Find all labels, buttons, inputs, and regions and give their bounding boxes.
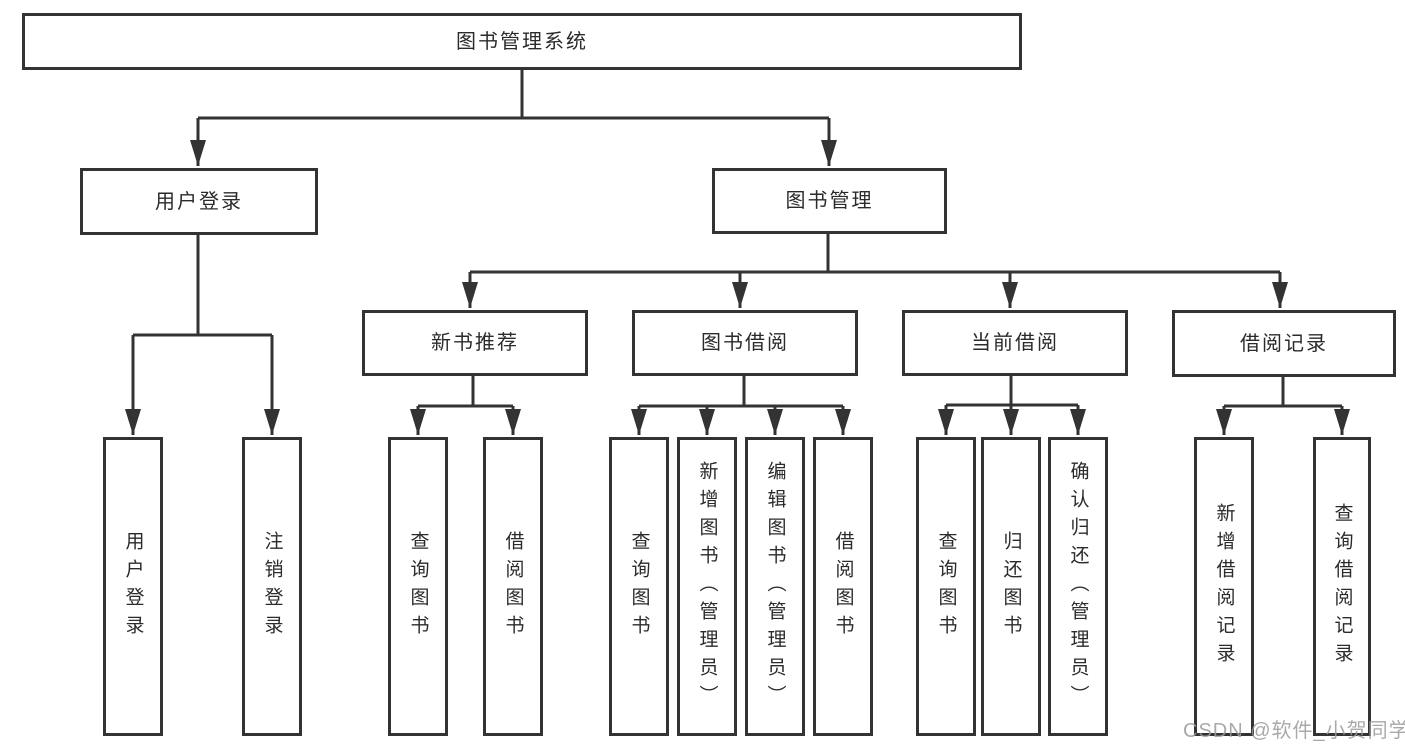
leaf-borrowing-query-books: 查询图书: [609, 437, 669, 736]
node-borrowing-records: 借阅记录: [1172, 310, 1396, 377]
leaf-newbook-query-books: 查询图书: [388, 437, 448, 736]
leaf-newbook-query-books-label: 查询图书: [407, 530, 429, 643]
leaf-newbook-borrow-books: 借阅图书: [483, 437, 543, 736]
leaf-logout: 注销登录: [242, 437, 302, 736]
node-current-borrowing: 当前借阅: [902, 310, 1128, 376]
leaf-user-login-label: 用户登录: [122, 530, 144, 643]
node-book-borrowing: 图书借阅: [632, 310, 858, 376]
leaf-current-return-books-label: 归还图书: [1000, 530, 1022, 643]
leaf-borrowing-edit-books-admin-label: 编辑图书（管理员）: [764, 460, 786, 713]
leaf-user-login: 用户登录: [103, 437, 163, 736]
node-user-login: 用户登录: [80, 168, 318, 235]
leaf-current-confirm-return-admin: 确认归还（管理员）: [1048, 437, 1108, 736]
leaf-records-query-record: 查询借阅记录: [1313, 437, 1371, 736]
leaf-records-add-record: 新增借阅记录: [1194, 437, 1254, 736]
leaf-borrowing-borrow-books: 借阅图书: [813, 437, 873, 736]
node-new-book-recommendation: 新书推荐: [362, 310, 588, 376]
leaf-borrowing-edit-books-admin: 编辑图书（管理员）: [745, 437, 805, 736]
leaf-current-confirm-return-admin-label: 确认归还（管理员）: [1067, 460, 1089, 713]
node-library-management-system: 图书管理系统: [22, 13, 1022, 70]
leaf-records-query-record-label: 查询借阅记录: [1331, 502, 1353, 671]
leaf-current-return-books: 归还图书: [981, 437, 1041, 736]
leaf-borrowing-borrow-books-label: 借阅图书: [832, 530, 854, 643]
leaf-borrowing-add-books-admin: 新增图书（管理员）: [677, 437, 737, 736]
leaf-logout-label: 注销登录: [261, 530, 283, 643]
leaf-newbook-borrow-books-label: 借阅图书: [502, 530, 524, 643]
leaf-borrowing-add-books-admin-label: 新增图书（管理员）: [696, 460, 718, 713]
leaf-current-query-books: 查询图书: [916, 437, 976, 736]
csdn-watermark: CSDN @软件_小贺同学: [1183, 720, 1405, 742]
node-book-management: 图书管理: [712, 168, 947, 234]
connector-group: [125, 70, 1350, 435]
leaf-current-query-books-label: 查询图书: [935, 530, 957, 643]
leaf-borrowing-query-books-label: 查询图书: [628, 530, 650, 643]
leaf-records-add-record-label: 新增借阅记录: [1213, 502, 1235, 671]
